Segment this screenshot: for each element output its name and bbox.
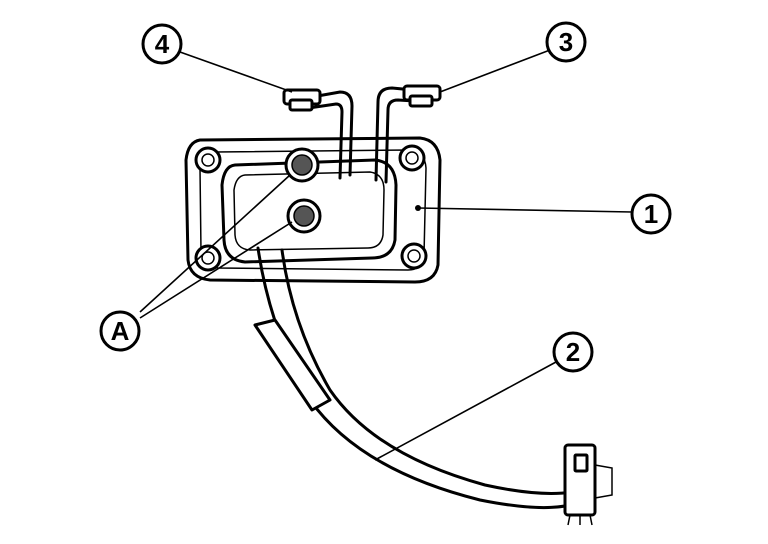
callout-a: A <box>99 310 141 352</box>
tube-left <box>282 88 354 180</box>
wire-harness <box>253 246 574 510</box>
callout-4: 4 <box>141 23 183 65</box>
harness-connector <box>563 443 613 526</box>
terminal-upper <box>284 147 320 183</box>
callout-2-label: 2 <box>566 337 580 367</box>
callout-3-label: 3 <box>559 27 573 57</box>
callout-1: 1 <box>630 193 672 235</box>
callout-a-label: A <box>111 316 130 346</box>
terminal-lower <box>286 198 322 234</box>
tube-right <box>374 84 442 184</box>
callout-3: 3 <box>545 21 587 63</box>
callout-2: 2 <box>552 331 594 373</box>
callout-1-label: 1 <box>644 199 658 229</box>
callout-4-label: 4 <box>155 29 170 59</box>
leader-lines <box>139 49 633 461</box>
